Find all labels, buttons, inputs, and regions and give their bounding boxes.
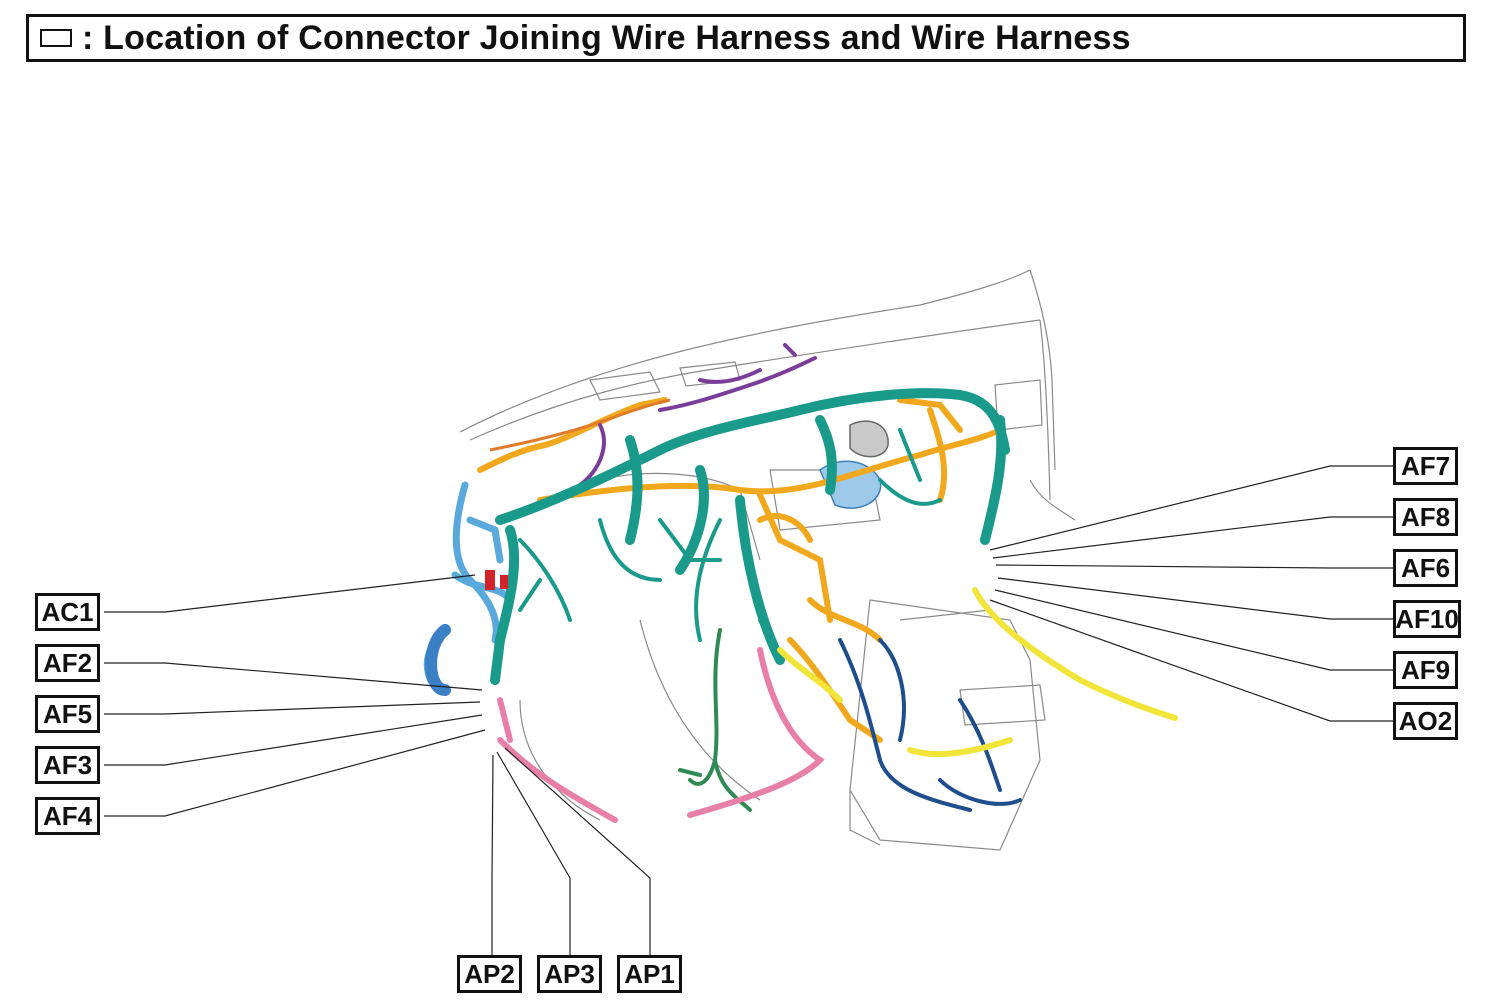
connector-label-af4: AF4 <box>35 797 100 835</box>
orange-dash-harness <box>489 398 671 452</box>
connector-label-af10: AF10 <box>1393 600 1461 638</box>
connector-label-af9: AF9 <box>1393 651 1458 689</box>
leader-af5 <box>104 701 481 715</box>
title-bar: : Location of Connector Joining Wire Har… <box>26 14 1466 62</box>
connector-label-af3: AF3 <box>35 746 100 784</box>
teal-harness <box>490 388 1010 685</box>
connector-box-icon <box>40 29 72 47</box>
yellow-harness <box>777 587 1178 758</box>
dashboard-outline <box>459 269 1076 851</box>
leader-af8 <box>992 516 1393 559</box>
connector-label-af8: AF8 <box>1393 498 1458 536</box>
connector-label-ao2: AO2 <box>1393 702 1458 740</box>
pink-harness <box>497 647 825 823</box>
leader-af7 <box>989 465 1393 551</box>
leader-af9 <box>994 589 1393 671</box>
connector-label-ap3: AP3 <box>537 955 602 993</box>
leader-ap3 <box>496 751 571 955</box>
connector-label-af7: AF7 <box>1393 447 1458 485</box>
leader-af6 <box>995 564 1393 569</box>
page-title: : Location of Connector Joining Wire Har… <box>82 18 1131 57</box>
left-blue-elbow <box>425 624 451 696</box>
leader-lines <box>104 465 1393 955</box>
connector-label-af5: AF5 <box>35 695 100 733</box>
connector-label-ac1: AC1 <box>35 593 100 631</box>
connector-label-af6: AF6 <box>1393 549 1458 587</box>
leader-af4 <box>104 729 486 817</box>
leader-af10 <box>997 577 1393 620</box>
leader-ao2 <box>989 599 1393 722</box>
red-connector <box>485 570 508 590</box>
leader-ap1 <box>504 747 651 955</box>
leader-ap2 <box>491 754 494 955</box>
leader-af2 <box>104 662 483 691</box>
teal-harness-thin <box>518 428 942 662</box>
leader-af3 <box>104 714 483 766</box>
orange-harness <box>477 397 1003 743</box>
green-harness <box>678 628 752 812</box>
leader-ac1 <box>104 574 476 613</box>
connector-label-ap2: AP2 <box>457 955 522 993</box>
blue-harness <box>838 638 1022 812</box>
connector-label-af2: AF2 <box>35 644 100 682</box>
connector-label-ap1: AP1 <box>617 955 682 993</box>
